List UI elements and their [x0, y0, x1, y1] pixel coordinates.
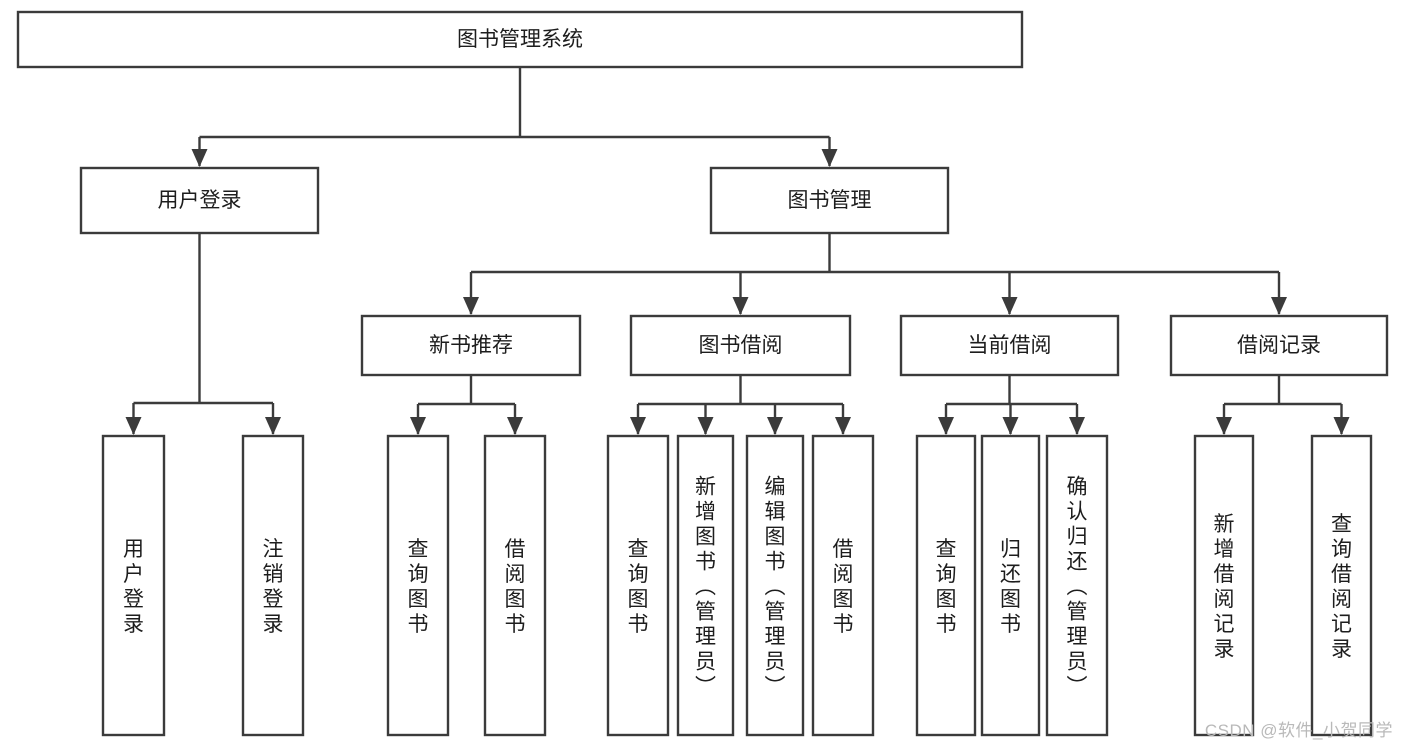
- arrow-head-icon: [938, 417, 954, 435]
- node-label: 查询借阅记录: [1331, 513, 1352, 661]
- node-box[interactable]: [241, 434, 305, 737]
- node-label: 归还图书: [1000, 538, 1021, 636]
- node-box[interactable]: [1045, 434, 1109, 737]
- node-user-login[interactable]: 用户登录: [79, 166, 320, 235]
- arrow-head-icon: [191, 149, 208, 167]
- node-box[interactable]: [1310, 434, 1373, 737]
- node-box[interactable]: [811, 434, 875, 737]
- arrow-head-icon: [1001, 297, 1018, 315]
- node-leaf-add-borrow-record[interactable]: 新增借阅记录: [1193, 434, 1255, 737]
- node-box[interactable]: [1193, 434, 1255, 737]
- node-box[interactable]: [79, 166, 320, 235]
- node-label: 图书管理系统: [457, 28, 583, 51]
- node-borrow-record[interactable]: 借阅记录: [1169, 314, 1389, 377]
- node-layer: 图书管理系统用户登录图书管理新书推荐图书借阅当前借阅借阅记录用户登录注销登录查询…: [16, 10, 1389, 737]
- arrow-head-icon: [507, 417, 523, 435]
- node-leaf-confirm-return-admin[interactable]: 确认归还︵管理员︶: [1045, 434, 1109, 737]
- arrow-head-icon: [1069, 417, 1085, 435]
- node-book-borrow[interactable]: 图书借阅: [629, 314, 852, 377]
- arrow-head-icon: [821, 149, 838, 167]
- node-label: 用户登录: [123, 538, 144, 636]
- arrow-head-icon: [1333, 417, 1350, 435]
- node-label: 注销登录: [263, 538, 284, 636]
- node-box[interactable]: [745, 434, 805, 737]
- node-box[interactable]: [386, 434, 450, 737]
- node-leaf-query-book-3[interactable]: 查询图书: [915, 434, 977, 737]
- node-box[interactable]: [360, 314, 582, 377]
- node-leaf-borrow-book-1[interactable]: 借阅图书: [483, 434, 547, 737]
- node-box[interactable]: [1169, 314, 1389, 377]
- node-leaf-logout[interactable]: 注销登录: [241, 434, 305, 737]
- node-box[interactable]: [915, 434, 977, 737]
- node-leaf-query-book-2[interactable]: 查询图书: [606, 434, 670, 737]
- node-leaf-borrow-book-2[interactable]: 借阅图书: [811, 434, 875, 737]
- node-leaf-query-book-1[interactable]: 查询图书: [386, 434, 450, 737]
- node-leaf-edit-book-admin[interactable]: 编辑图书︵管理员︶: [745, 434, 805, 737]
- arrow-head-icon: [1002, 417, 1019, 435]
- arrow-head-icon: [835, 417, 851, 435]
- node-leaf-user-login[interactable]: 用户登录: [101, 434, 166, 737]
- node-new-book-recommend[interactable]: 新书推荐: [360, 314, 582, 377]
- arrow-head-icon: [1271, 297, 1287, 315]
- node-box[interactable]: [606, 434, 670, 737]
- connector-layer: [125, 67, 1350, 435]
- node-box[interactable]: [483, 434, 547, 737]
- node-label: 新增图书︵管理员︶: [695, 476, 716, 699]
- node-box[interactable]: [629, 314, 852, 377]
- node-label: 新增借阅记录: [1214, 513, 1235, 661]
- node-root[interactable]: 图书管理系统: [16, 10, 1024, 69]
- node-box[interactable]: [899, 314, 1120, 377]
- node-label: 查询图书: [408, 538, 429, 636]
- node-leaf-add-book-admin[interactable]: 新增图书︵管理员︶: [676, 434, 735, 737]
- arrow-head-icon: [125, 417, 142, 435]
- node-box[interactable]: [16, 10, 1024, 69]
- node-leaf-query-borrow-record[interactable]: 查询借阅记录: [1310, 434, 1373, 737]
- arrow-head-icon: [732, 297, 749, 315]
- node-leaf-return-book[interactable]: 归还图书: [980, 434, 1041, 737]
- node-label: 用户登录: [158, 189, 242, 212]
- arrow-head-icon: [767, 417, 783, 435]
- arrow-head-icon: [265, 417, 281, 435]
- node-label: 当前借阅: [968, 334, 1052, 357]
- node-book-manage[interactable]: 图书管理: [709, 166, 950, 235]
- node-label: 借阅记录: [1237, 334, 1321, 357]
- node-label: 借阅图书: [505, 538, 526, 636]
- node-box[interactable]: [980, 434, 1041, 737]
- arrow-head-icon: [1216, 417, 1232, 435]
- node-label: 图书借阅: [699, 334, 783, 357]
- node-box[interactable]: [709, 166, 950, 235]
- node-box[interactable]: [676, 434, 735, 737]
- node-box[interactable]: [101, 434, 166, 737]
- node-label: 图书管理: [788, 189, 872, 212]
- node-label: 查询图书: [936, 538, 957, 636]
- arrow-head-icon: [697, 417, 714, 435]
- watermark-label: CSDN @软件_小贺同学: [1204, 721, 1393, 740]
- node-label: 编辑图书︵管理员︶: [765, 476, 786, 699]
- node-current-borrow[interactable]: 当前借阅: [899, 314, 1120, 377]
- node-label: 新书推荐: [429, 334, 513, 357]
- arrow-head-icon: [410, 417, 426, 435]
- node-label: 确认归还︵管理员︶: [1067, 476, 1088, 699]
- node-label: 借阅图书: [833, 538, 854, 636]
- node-label: 查询图书: [628, 538, 649, 636]
- arrow-head-icon: [463, 297, 479, 315]
- arrow-head-icon: [630, 417, 646, 435]
